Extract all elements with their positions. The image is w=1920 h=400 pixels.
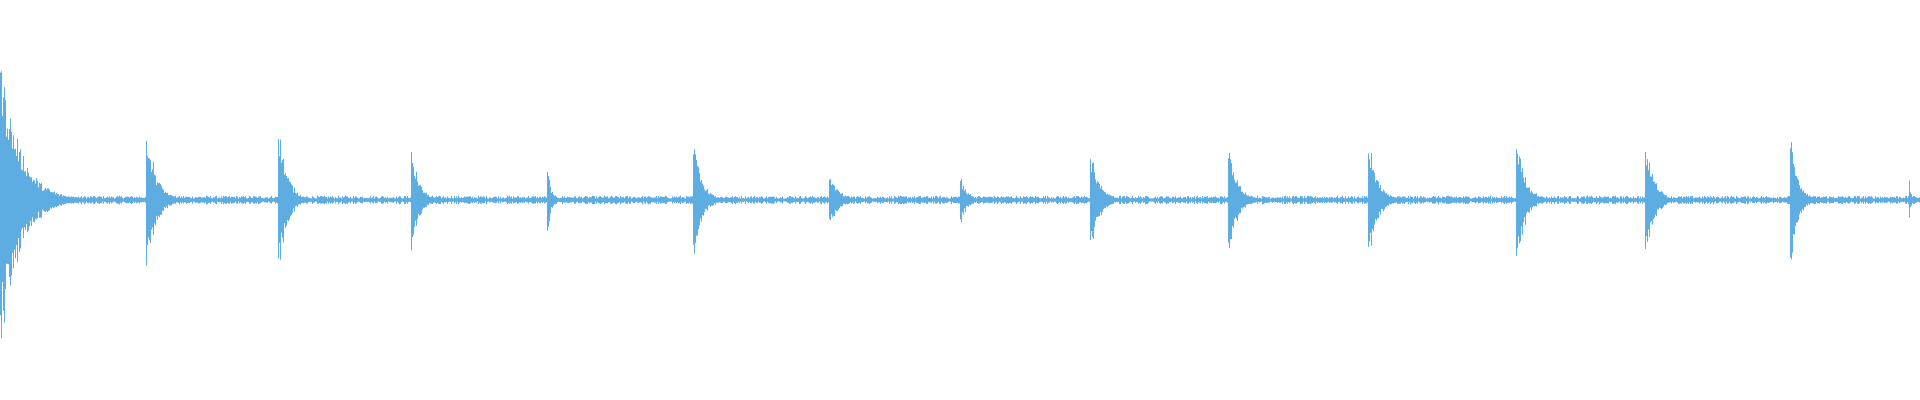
waveform-samples (0, 71, 1920, 339)
